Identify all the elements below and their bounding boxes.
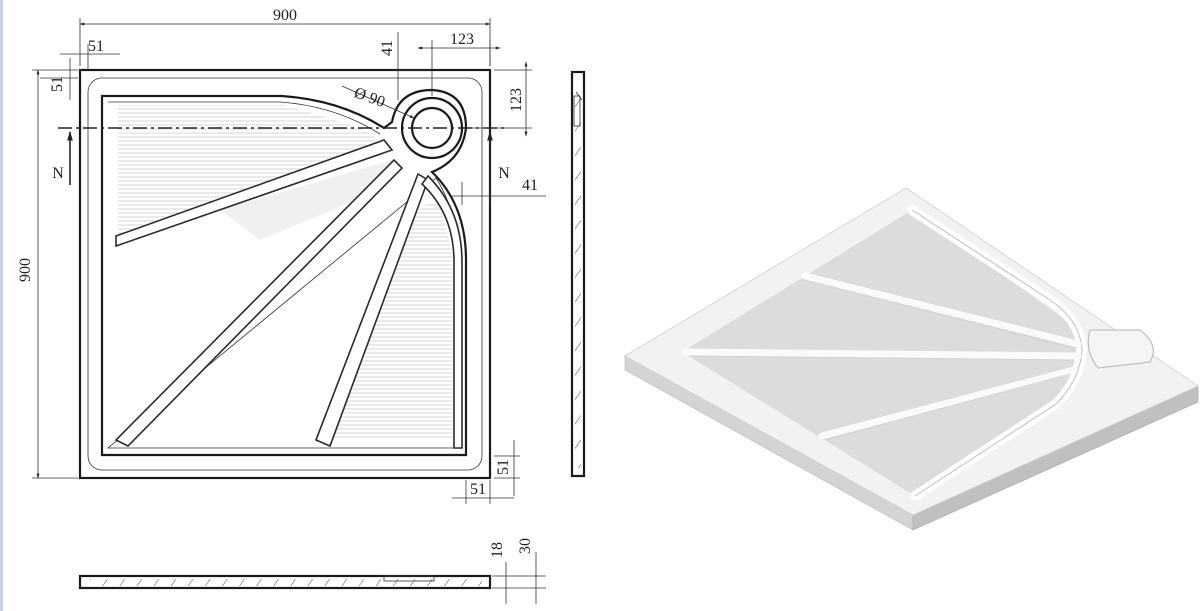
tray-drain bbox=[1087, 329, 1154, 369]
iso-rib-2 bbox=[682, 348, 1082, 360]
dim-overall-height: 900 bbox=[17, 258, 34, 282]
plan-view bbox=[58, 68, 505, 480]
dim-margin-right-bottom: 51 bbox=[495, 459, 512, 475]
rib-arc bbox=[420, 174, 463, 449]
drain-outer-circle bbox=[400, 96, 464, 160]
panel-lower-right bbox=[330, 200, 452, 440]
dim-overall-width: 900 bbox=[273, 7, 297, 24]
dim-drain-offset-right-side: 41 bbox=[522, 177, 538, 194]
rib-top bbox=[115, 139, 394, 248]
side-profile-horizontal: 18 30 bbox=[78, 538, 546, 604]
dim-drain-offset-right: 123 bbox=[450, 31, 474, 48]
iso-rib-3 bbox=[818, 366, 1078, 440]
section-mark-left: N bbox=[52, 165, 64, 182]
dim-margin-left: 51 bbox=[88, 38, 104, 55]
section-mark-right: N bbox=[498, 165, 510, 182]
dim-margin-top: 51 bbox=[49, 76, 66, 92]
dim-profile-inner-height: 18 bbox=[489, 542, 506, 558]
dim-drain-diameter: Ø 90 bbox=[352, 84, 387, 111]
panel-top-left bbox=[118, 105, 380, 240]
dim-profile-total-height: 30 bbox=[517, 538, 534, 554]
left-edge-strip bbox=[0, 0, 3, 611]
iso-rib-1 bbox=[801, 272, 1082, 348]
panel-mid-shade bbox=[220, 160, 392, 240]
tray-rim-line bbox=[87, 77, 483, 471]
basin-outline bbox=[100, 88, 468, 457]
tray-outer-outline bbox=[78, 68, 492, 480]
dim-drain-offset-top: 41 bbox=[379, 40, 396, 56]
rib-diagonal bbox=[114, 158, 404, 447]
drain-diameter-leader bbox=[341, 85, 415, 119]
side-profile-vertical bbox=[570, 70, 586, 478]
dim-drain-offset-side: 123 bbox=[508, 88, 525, 112]
dim-margin-bottom: 51 bbox=[470, 481, 486, 498]
drain-inner-circle bbox=[410, 106, 454, 150]
isometric-tray-render bbox=[624, 187, 1199, 531]
